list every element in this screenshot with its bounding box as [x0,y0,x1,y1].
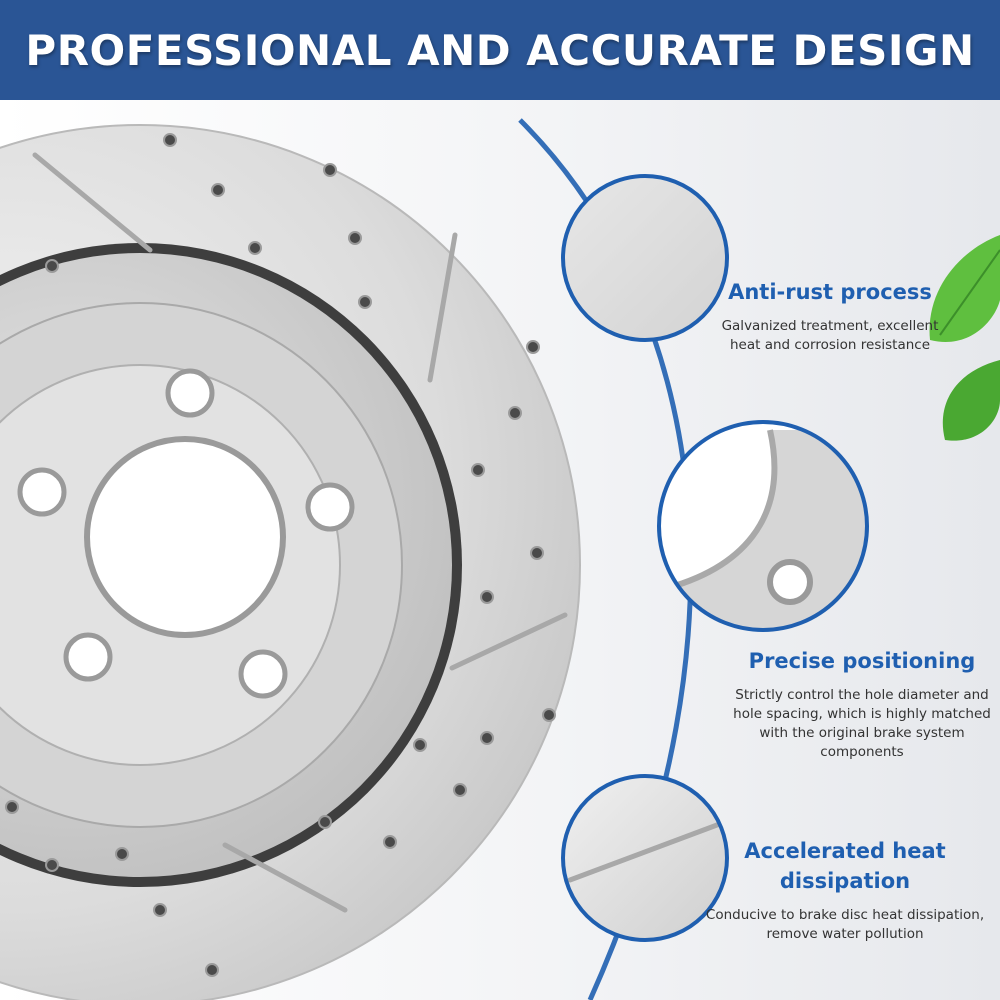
zoom-circle-surface [561,174,729,342]
feature-anti-rust: Anti-rust process Galvanized treatment, … [705,277,955,355]
page-title: PROFESSIONAL AND ACCURATE DESIGN [25,25,975,75]
feature-description: Strictly control the hole diameter and h… [733,687,991,760]
feature-title: Accelerated heat dissipation [744,839,946,893]
feature-heat-dissipation: Accelerated heat dissipation Conducive t… [695,836,995,944]
header-banner: PROFESSIONAL AND ACCURATE DESIGN [0,0,1000,100]
product-illustration [0,118,1000,1000]
feature-title: Anti-rust process [728,280,932,304]
product-showcase: Anti-rust process Galvanized treatment, … [0,100,1000,1000]
feature-description: Galvanized treatment, excellent heat and… [721,318,939,353]
leaf-decoration [929,235,1000,441]
feature-title: Precise positioning [748,649,976,673]
brake-disc [0,124,581,1000]
zoom-circle-slot [561,774,729,942]
zoom-circle-hole [657,420,869,632]
feature-precise-positioning: Precise positioning Strictly control the… [722,646,1000,762]
feature-description: Conducive to brake disc heat dissipation… [705,907,985,942]
